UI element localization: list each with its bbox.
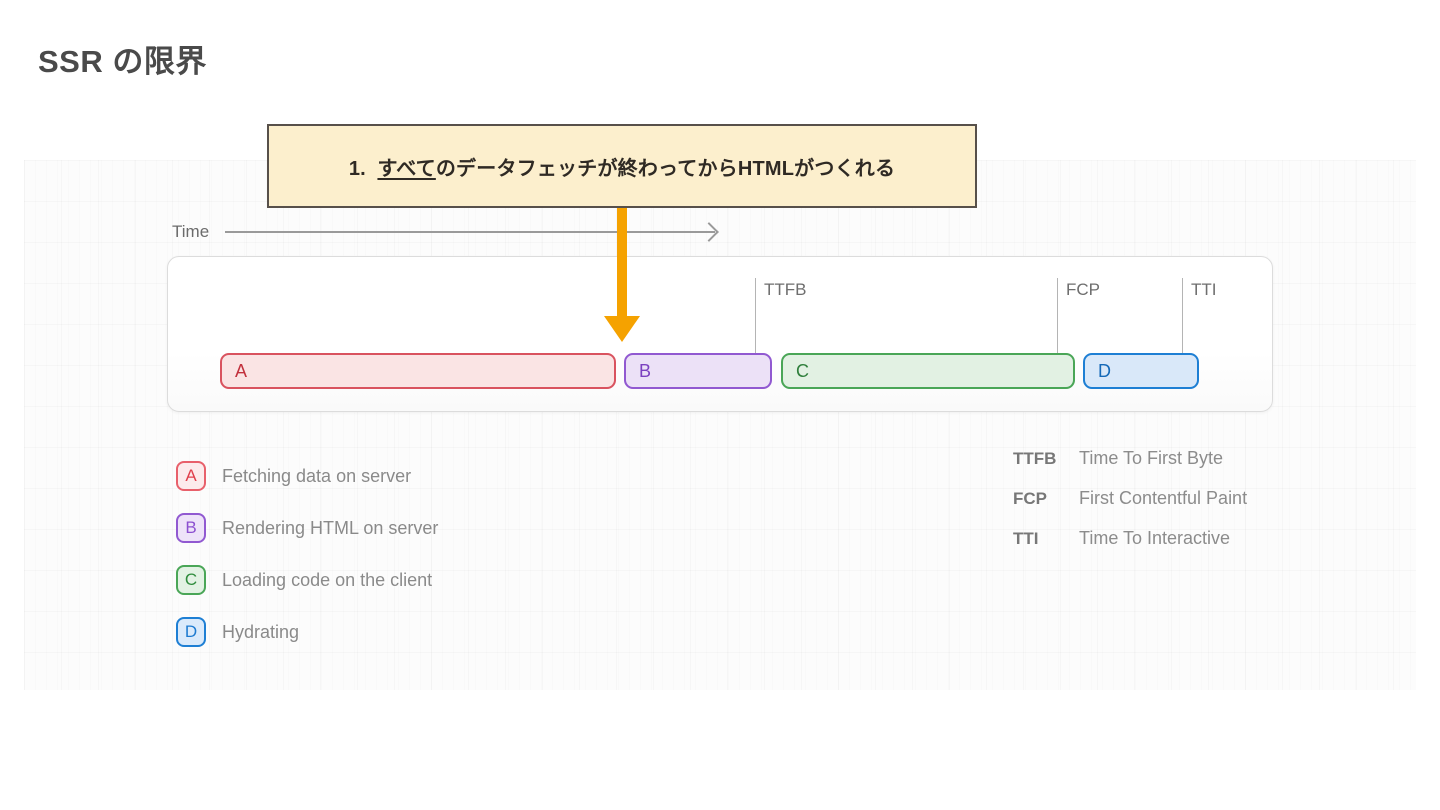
timeline-bar-label: B	[639, 360, 652, 381]
page-title: SSR の限界	[38, 44, 207, 79]
abbreviation-item-ttfb: TTFB Time To First Byte	[1013, 448, 1247, 488]
abbreviation-key: TTFB	[1013, 449, 1057, 468]
legend-label: Loading code on the client	[222, 569, 433, 590]
background-grid-panel	[24, 160, 1416, 690]
time-axis-label: Time	[172, 222, 210, 241]
timeline-bar-label: C	[796, 360, 809, 381]
abbreviation-key: FCP	[1013, 489, 1047, 508]
time-axis-arrow-icon	[225, 231, 716, 233]
legend-item-a: A Fetching data on server	[176, 450, 438, 502]
timeline-bar-c: C	[781, 353, 1075, 389]
legend-label: Hydrating	[222, 621, 300, 642]
timeline-bar-label: D	[1098, 360, 1111, 381]
legend-badge-d: D	[176, 617, 206, 647]
abbreviation-item-fcp: FCP First Contentful Paint	[1013, 488, 1247, 528]
abbreviation-item-tti: TTI Time To Interactive	[1013, 528, 1247, 568]
abbreviation-value: Time To Interactive	[1079, 528, 1231, 548]
timeline-bar-a: A	[220, 353, 616, 389]
legend-item-b: B Rendering HTML on server	[176, 502, 438, 554]
marker-line	[1057, 278, 1058, 386]
timeline-bar-label: A	[235, 360, 248, 381]
time-axis: Time	[172, 222, 716, 242]
abbreviation-key: TTI	[1013, 529, 1039, 548]
legend-label: Fetching data on server	[222, 465, 412, 486]
timeline-bar-b: B	[624, 353, 772, 389]
marker-label: FCP	[1066, 280, 1100, 299]
timeline-bar-d: D	[1083, 353, 1199, 389]
callout-box: 1. すべてのデータフェッチが終わってからHTMLがつくれる	[267, 124, 977, 208]
callout-arrow-shaft	[617, 208, 627, 320]
legend-badge-b: B	[176, 513, 206, 543]
marker-line	[755, 278, 756, 386]
legend-badge-c: C	[176, 565, 206, 595]
legend-item-c: C Loading code on the client	[176, 554, 438, 606]
marker-line	[1182, 278, 1183, 386]
abbreviation-value: Time To First Byte	[1079, 448, 1224, 468]
legend-label: Rendering HTML on server	[222, 517, 439, 538]
callout-arrow-head-icon	[604, 316, 640, 342]
legend-item-d: D Hydrating	[176, 606, 438, 658]
callout-number: 1.	[348, 157, 366, 180]
callout-text: 1. すべてのデータフェッチが終わってからHTMLがつくれる	[349, 152, 895, 181]
marker-label: TTI	[1191, 280, 1217, 299]
legend-badge-a: A	[176, 461, 206, 491]
callout-rest-text: のデータフェッチが終わってからHTMLがつくれる	[435, 157, 896, 180]
marker-label: TTFB	[764, 280, 807, 299]
callout-underlined-text: すべて	[377, 157, 436, 180]
abbreviation-value: First Contentful Paint	[1079, 488, 1248, 508]
